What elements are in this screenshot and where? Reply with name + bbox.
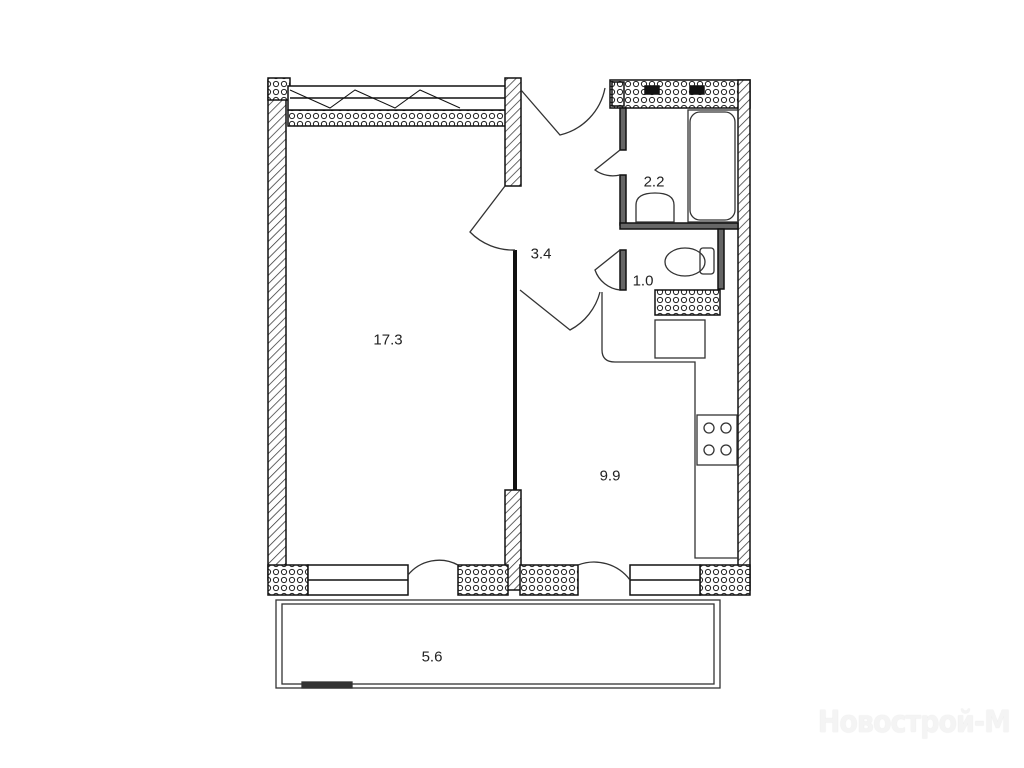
wall-top-living xyxy=(267,77,291,101)
wall-top-bath xyxy=(609,79,751,109)
watermark-logo: Новострой-М xyxy=(817,705,1011,740)
room-area-hallway: 3.4 xyxy=(530,245,552,263)
door-kitchen xyxy=(519,289,601,331)
kitchen-sink xyxy=(654,319,706,359)
wall-right xyxy=(737,79,751,591)
door-balcony-1 xyxy=(407,559,459,576)
wall-left xyxy=(267,79,287,581)
toilet xyxy=(664,247,706,277)
room-area-balcony: 5.6 xyxy=(421,648,443,666)
sink-bath xyxy=(635,192,675,223)
room-area-bathroom: 2.2 xyxy=(643,173,665,191)
door-wc xyxy=(594,249,621,291)
door-living xyxy=(469,185,516,251)
bathtub xyxy=(689,111,736,221)
door-bath xyxy=(593,149,621,177)
room-area-toilet: 1.0 xyxy=(632,272,654,290)
wall-bottom xyxy=(267,564,309,596)
kitchen-counter xyxy=(601,292,738,559)
room-area-kitchen: 9.9 xyxy=(599,467,621,485)
door-entrance xyxy=(520,87,606,136)
stove xyxy=(696,414,738,466)
room-area-living: 17.3 xyxy=(373,331,403,349)
door-balcony-2 xyxy=(577,561,631,581)
balcony-outline xyxy=(275,599,721,689)
